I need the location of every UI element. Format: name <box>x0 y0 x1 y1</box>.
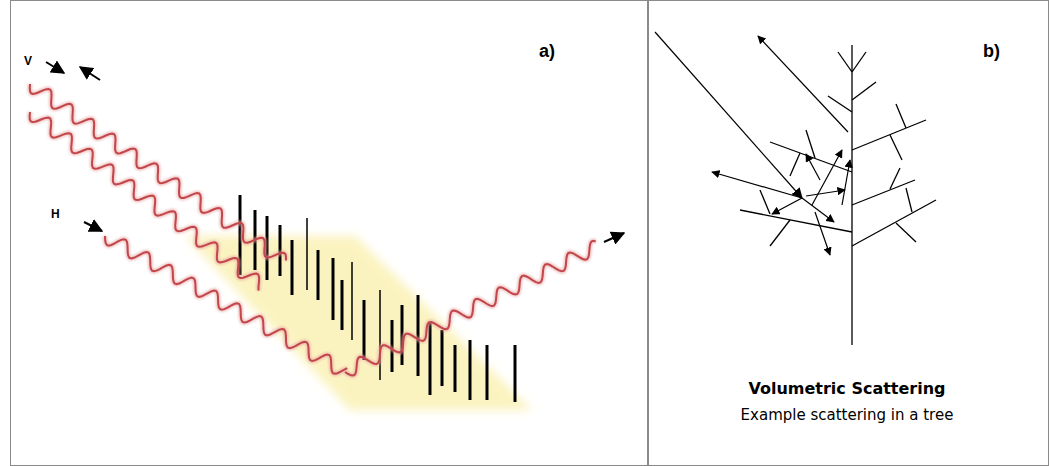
polarization-arrows <box>46 62 624 242</box>
tree-branch <box>852 52 866 72</box>
panel-letter: b) <box>983 41 1033 62</box>
stem-bar <box>306 218 308 290</box>
stem-bar <box>441 330 444 386</box>
stem-bar <box>514 345 517 402</box>
tree-branch <box>852 120 926 150</box>
scatter-rays <box>655 32 850 255</box>
tree-branch <box>896 104 906 128</box>
scatter-ray <box>712 172 802 198</box>
stem-bar <box>379 290 381 380</box>
direction-arrow <box>84 222 102 231</box>
panel-b: b) Volumetric ScatteringExample scatterin… <box>648 0 1049 466</box>
scatter-ray <box>806 190 845 196</box>
panel-a: a) <box>10 0 648 466</box>
panel-title: Volumetric Scattering <box>651 379 1043 398</box>
stem-bar <box>317 250 320 300</box>
direction-arrow <box>604 233 624 242</box>
tree-figure <box>740 45 936 345</box>
tree-branch <box>770 220 790 246</box>
tree-branch <box>740 210 852 232</box>
stem-bar <box>486 345 489 400</box>
wave-halo <box>30 112 260 291</box>
tree-branch <box>906 188 912 212</box>
direction-arrow <box>46 62 64 73</box>
stem-bar <box>417 295 420 376</box>
tree-branch <box>806 130 815 158</box>
scatter-ray <box>806 154 820 180</box>
panel-letter: a) <box>539 41 599 62</box>
stem-bar <box>429 322 432 395</box>
tree-branch <box>760 190 770 214</box>
scatter-ray <box>842 160 850 205</box>
wave-halo <box>30 84 286 261</box>
radar-wave <box>105 236 347 374</box>
radar-wave <box>30 112 260 291</box>
tree-branch <box>852 82 876 100</box>
tree-branch <box>852 180 915 205</box>
tree-branch <box>890 135 902 160</box>
direction-arrow <box>80 67 100 80</box>
scatter-ray <box>655 32 802 198</box>
radar-wave <box>30 84 286 261</box>
tree-branch <box>790 153 800 176</box>
wave-halo <box>345 241 596 376</box>
scatter-ray <box>812 150 842 205</box>
tree-branch <box>852 200 936 246</box>
scatter-ray <box>772 198 802 214</box>
tree-branch <box>896 223 916 242</box>
stem-bar <box>454 345 457 392</box>
scatter-ray <box>815 212 830 255</box>
scatter-ray <box>802 198 834 222</box>
tree-branch <box>851 45 852 345</box>
stem-bar <box>363 300 366 360</box>
wave-halo <box>105 236 347 374</box>
tree-branch <box>828 96 852 112</box>
radar-waves <box>30 84 596 376</box>
scatter-ray <box>758 36 848 132</box>
polarization-label: V <box>24 54 32 68</box>
stem-bar <box>341 280 344 330</box>
tree-branch <box>890 168 900 189</box>
polarization-label: H <box>51 207 60 221</box>
tree-branch <box>838 52 852 72</box>
stem-bar <box>332 258 335 320</box>
stem-bar <box>469 340 472 400</box>
panel-caption: Example scattering in a tree <box>651 406 1043 424</box>
radar-wave <box>345 241 596 376</box>
stem-bar <box>351 262 353 340</box>
stem-bar <box>291 240 294 295</box>
